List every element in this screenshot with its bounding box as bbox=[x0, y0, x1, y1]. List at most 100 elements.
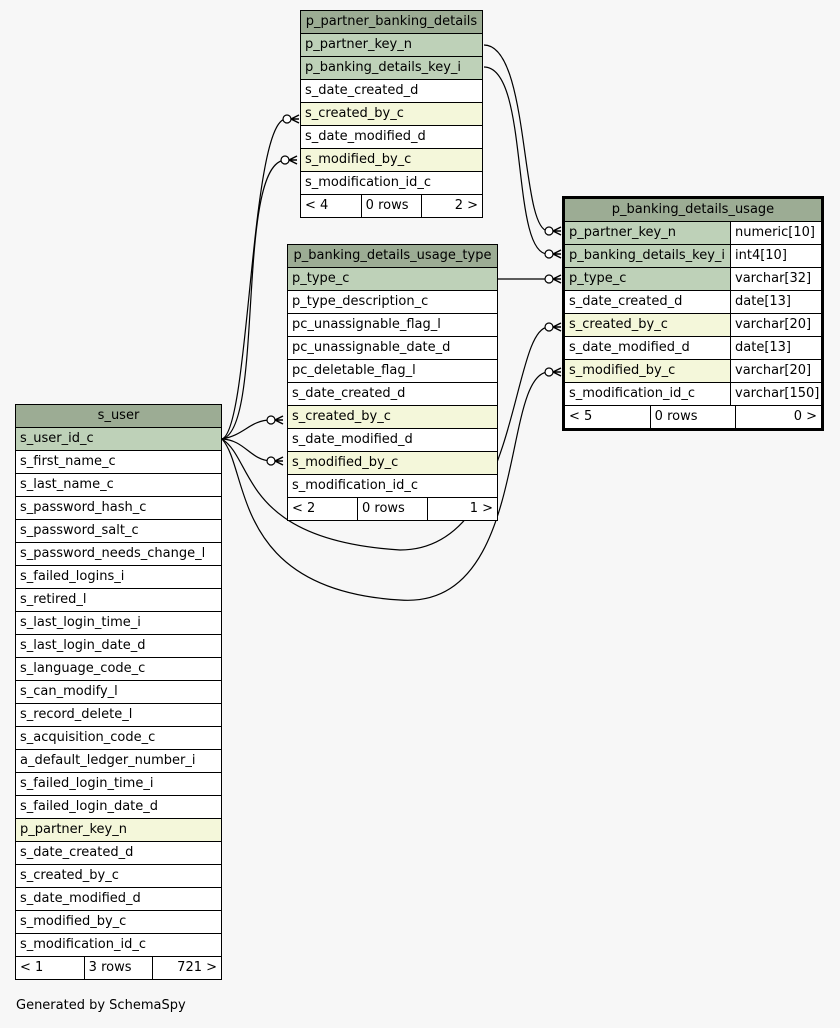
edge-user-pbd-modified bbox=[221, 159, 287, 440]
row-count: 0 rows bbox=[649, 406, 736, 428]
column-name: pc_unassignable_date_d bbox=[292, 340, 451, 355]
fk-end-pbdu-type bbox=[544, 274, 562, 284]
column-row-s-modified-by-c: s_modified_by_c bbox=[16, 911, 221, 934]
column-type: varchar[150] bbox=[730, 383, 821, 405]
column-row-s-can-modify-l: s_can_modify_l bbox=[16, 681, 221, 704]
fk-end-pbd-created-by bbox=[282, 114, 300, 124]
column-name: s_modified_by_c bbox=[565, 360, 730, 382]
children-count: 2 > bbox=[421, 195, 482, 217]
column-row-s-modification-id-c: s_modification_id_c bbox=[301, 172, 482, 195]
edge-partner-key bbox=[483, 44, 549, 232]
column-row-s-last-login-date-d: s_last_login_date_d bbox=[16, 635, 221, 658]
column-name: s_date_created_d bbox=[20, 845, 134, 860]
children-count: 0 > bbox=[735, 406, 821, 428]
fk-end-pbdu-modified-by bbox=[544, 367, 562, 377]
column-name: s_record_delete_l bbox=[20, 707, 133, 722]
edge-user-pbdu-modified bbox=[221, 371, 549, 601]
table-title: p_banking_details_usage bbox=[565, 199, 821, 222]
column-row-s-modified-by-c: s_modified_by_c bbox=[301, 149, 482, 172]
column-row-s-created-by-c: s_created_by_c bbox=[16, 865, 221, 888]
column-name: s_created_by_c bbox=[301, 103, 482, 125]
column-row-s-user-id-c: s_user_id_c bbox=[16, 428, 221, 451]
column-name: s_password_needs_change_l bbox=[20, 546, 206, 561]
column-row-s-password-needs-change-l: s_password_needs_change_l bbox=[16, 543, 221, 566]
column-name: s_failed_login_date_d bbox=[20, 799, 159, 814]
column-row-s-record-delete-l: s_record_delete_l bbox=[16, 704, 221, 727]
fk-end-pbd-modified-by bbox=[280, 155, 298, 165]
parents-count: < 1 bbox=[20, 960, 44, 975]
column-row-p-partner-key-n: p_partner_key_n bbox=[16, 819, 221, 842]
row-count: 0 rows bbox=[360, 195, 422, 217]
children-count: 721 > bbox=[152, 957, 221, 979]
generated-by-footer: Generated by SchemaSpy bbox=[16, 998, 186, 1013]
column-name: p_type_c bbox=[288, 268, 497, 290]
column-name: s_failed_logins_i bbox=[20, 569, 125, 584]
column-name: p_banking_details_key_i bbox=[301, 57, 482, 79]
column-row-s-language-code-c: s_language_code_c bbox=[16, 658, 221, 681]
column-row-s-last-name-c: s_last_name_c bbox=[16, 474, 221, 497]
column-name: s_date_modified_d bbox=[569, 340, 690, 355]
column-row-s-failed-login-date-d: s_failed_login_date_d bbox=[16, 796, 221, 819]
column-name: s_modified_by_c bbox=[301, 149, 482, 171]
column-name: s_first_name_c bbox=[20, 454, 116, 469]
column-row-p-partner-key-n: p_partner_key_n bbox=[301, 34, 482, 57]
column-type: int4[10] bbox=[730, 245, 821, 267]
column-name: s_last_login_date_d bbox=[20, 638, 146, 653]
column-row-pc-deletable-flag-l: pc_deletable_flag_l bbox=[288, 360, 497, 383]
column-name: s_date_modified_d bbox=[292, 432, 413, 447]
column-row-s-date-modified-d: s_date_modified_d bbox=[301, 126, 482, 149]
column-row-s-created-by-c: s_created_by_c bbox=[301, 103, 482, 126]
column-name: s_retired_l bbox=[20, 592, 87, 607]
column-row-s-date-created-d: s_date_created_d bbox=[16, 842, 221, 865]
column-row-p-type-c: p_type_c bbox=[288, 268, 497, 291]
edge-user-pbd-created bbox=[221, 118, 287, 440]
column-name: s_created_by_c bbox=[288, 406, 497, 428]
column-row-s-date-modified-d: s_date_modified_d bbox=[16, 888, 221, 911]
column-name: p_banking_details_key_i bbox=[565, 245, 730, 267]
column-row-s-first-name-c: s_first_name_c bbox=[16, 451, 221, 474]
column-name: s_can_modify_l bbox=[20, 684, 118, 699]
edge-banking-details-key bbox=[483, 66, 549, 255]
column-type: varchar[20] bbox=[730, 360, 821, 382]
edge-user-pbdut-created bbox=[221, 419, 272, 440]
column-name: s_created_by_c bbox=[565, 314, 730, 336]
fk-end-pbdut-created-by bbox=[266, 415, 284, 425]
column-type: numeric[10] bbox=[730, 222, 821, 244]
column-row-s-modification-id-c: s_modification_id_c bbox=[288, 475, 497, 498]
column-name: s_modification_id_c bbox=[20, 937, 146, 952]
column-name: s_created_by_c bbox=[20, 868, 119, 883]
column-name: s_date_modified_d bbox=[305, 129, 426, 144]
column-name: p_type_c bbox=[565, 268, 730, 290]
column-row-s-modified-by-c: s_modified_by_c bbox=[288, 452, 497, 475]
column-name: s_modified_by_c bbox=[288, 452, 497, 474]
parents-count: < 5 bbox=[569, 409, 593, 424]
column-name: pc_deletable_flag_l bbox=[292, 363, 416, 378]
column-name: p_partner_key_n bbox=[565, 222, 730, 244]
column-name: s_modification_id_c bbox=[305, 175, 431, 190]
column-name: s_date_created_d bbox=[292, 386, 406, 401]
column-type: date[13] bbox=[730, 291, 821, 313]
column-name: s_password_salt_c bbox=[20, 523, 139, 538]
column-row-p-banking-details-key-i: p_banking_details_key_i bbox=[301, 57, 482, 80]
column-name: s_date_created_d bbox=[305, 83, 419, 98]
children-count: 1 > bbox=[427, 498, 497, 520]
fk-end-pbdu-partner-key bbox=[544, 226, 562, 236]
column-row-s-last-login-time-i: s_last_login_time_i bbox=[16, 612, 221, 635]
column-row-s-date-created-d: s_date_created_d bbox=[288, 383, 497, 406]
column-name: s_last_login_time_i bbox=[20, 615, 141, 630]
fk-end-pbdu-created-by bbox=[544, 322, 562, 332]
edge-user-pbdu-created bbox=[221, 326, 549, 551]
column-name: s_last_name_c bbox=[20, 477, 114, 492]
column-row-s-password-hash-c: s_password_hash_c bbox=[16, 497, 221, 520]
